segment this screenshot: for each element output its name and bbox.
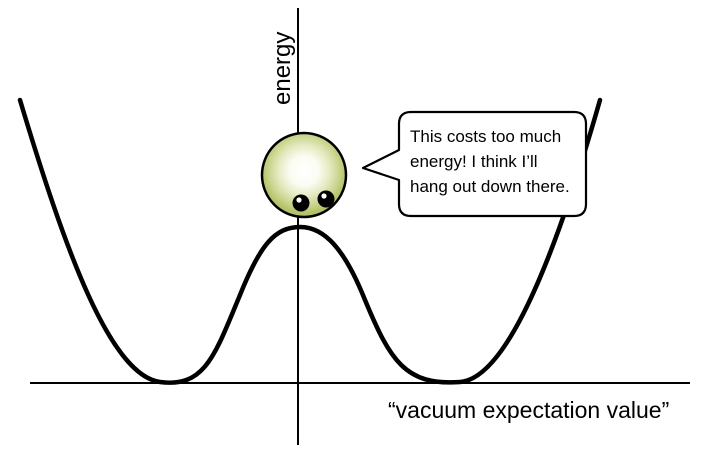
speech-bubble-line-3: hang out down there.: [410, 177, 570, 196]
speech-bubble-line-2: energy! I think I’ll: [410, 152, 538, 171]
cartoon-eye-icon: [317, 190, 335, 208]
potential-curve: [17, 97, 603, 385]
cartoon-eye-icon: [292, 194, 310, 212]
speech-bubble: This costs too much energy! I think I’ll…: [361, 110, 588, 218]
speech-bubble-line-1: This costs too much: [410, 127, 561, 146]
x-axis-label: “vacuum expectation value”: [388, 397, 669, 423]
particle-character: [260, 131, 348, 219]
speech-bubble-shape: [361, 110, 588, 218]
y-axis-label: energy: [269, 32, 296, 105]
